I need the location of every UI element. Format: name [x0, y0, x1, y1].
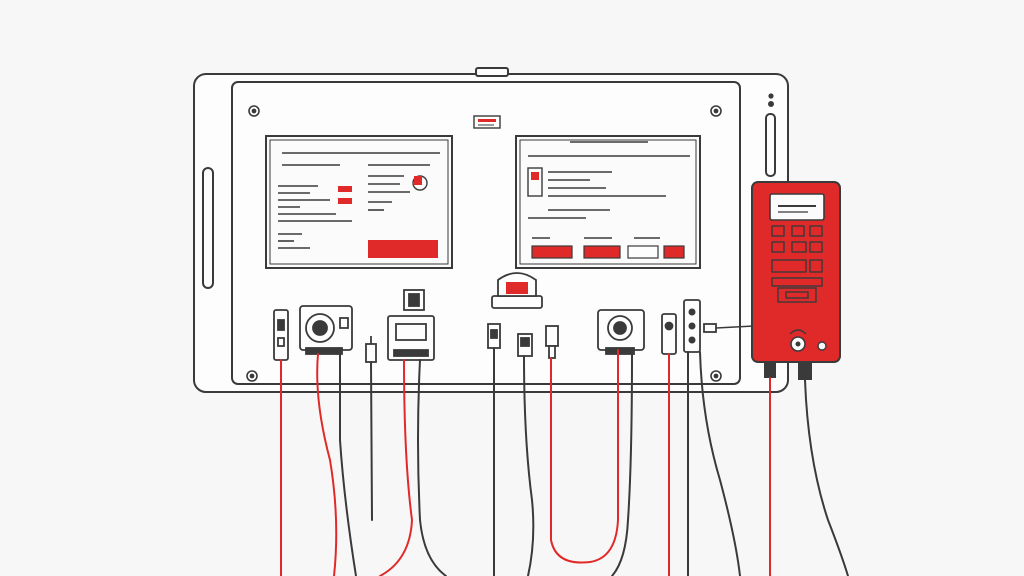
right-screen-red-tag [531, 172, 539, 180]
panel-badge [473, 115, 501, 129]
gray-cable [804, 379, 849, 576]
left-screen-red-tag [338, 186, 352, 192]
right-side-slot [765, 113, 776, 177]
right-indicator-dot [768, 101, 774, 107]
usb-plug-icon [517, 333, 533, 357]
panel-inner-frame [231, 81, 741, 385]
knob-icon [790, 336, 806, 352]
right-screen-red-tag [527, 167, 543, 197]
tester-jack [817, 341, 827, 351]
gray-cable [611, 353, 633, 576]
gray-cable [523, 355, 535, 576]
gauge-icon [597, 309, 645, 355]
gray-cable [370, 361, 373, 521]
gray-cable [339, 353, 357, 576]
screw-icon [246, 370, 258, 382]
red-cable [316, 353, 338, 576]
tester-cable-boot [798, 362, 812, 380]
tester-cable-boot [764, 362, 776, 378]
handheld-tester [751, 181, 841, 380]
gray-cable [417, 359, 447, 576]
red-cable [550, 349, 619, 564]
screw-icon [248, 105, 260, 117]
connector-icon [387, 289, 435, 361]
connector-row [273, 289, 755, 363]
tester-link-plug [703, 323, 717, 333]
connector-icon [683, 299, 701, 353]
right-screen [515, 135, 701, 269]
corner-screws [246, 105, 722, 382]
switch-icon [273, 309, 289, 361]
switch-icon [661, 313, 677, 355]
tester-grip-mark [789, 329, 807, 335]
cables [280, 347, 849, 576]
status-lamp [491, 272, 543, 309]
right-screen-text-lines [528, 141, 690, 239]
gauge-icon [299, 305, 353, 355]
gray-cable [699, 351, 741, 576]
usb-plug-icon [487, 323, 501, 349]
screw-icon [710, 370, 722, 382]
screw-icon [710, 105, 722, 117]
left-screen-red-tag [338, 198, 352, 204]
panel-top-tab [475, 67, 509, 77]
left-screen [265, 135, 453, 269]
tester-keypad [771, 225, 823, 303]
alert-icon [412, 175, 428, 191]
red-cable [379, 359, 414, 576]
left-screen-text-lines [278, 152, 440, 249]
right-screen-button-row [531, 245, 685, 259]
left-screen-action-bar [368, 240, 438, 258]
left-side-slot [202, 167, 214, 289]
right-indicator-dot [768, 93, 774, 99]
